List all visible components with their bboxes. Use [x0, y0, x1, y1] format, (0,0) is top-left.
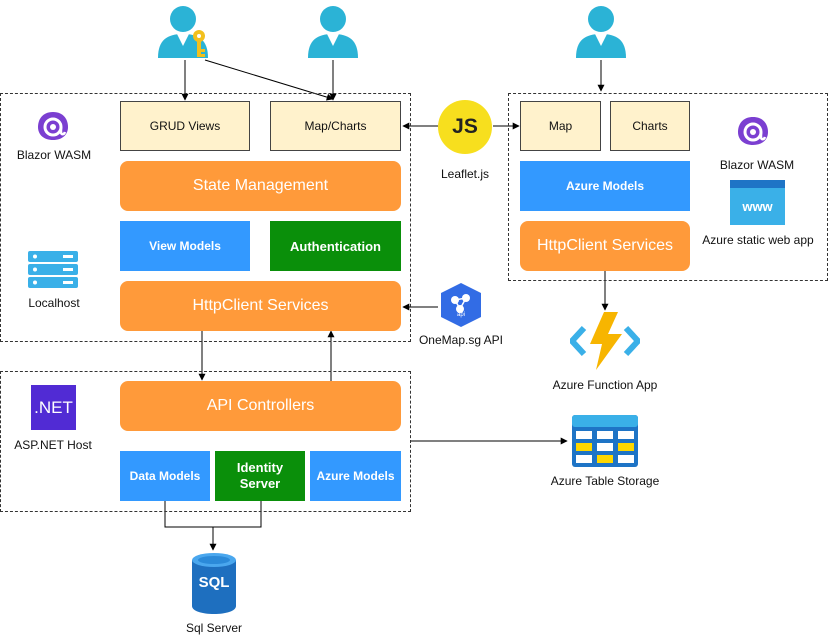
blazor-icon [38, 112, 68, 140]
view-models-box[interactable]: View Models [120, 221, 250, 271]
sql-server-label: Sql Server [185, 621, 243, 635]
httpclient-services-box-right[interactable]: HttpClient Services [520, 221, 690, 271]
charts-box[interactable]: Charts [610, 101, 690, 151]
dotnet-badge: .NET [31, 385, 76, 430]
onemap-api-label: OneMap.sg API [418, 333, 504, 347]
localhost-label: Localhost [28, 296, 80, 310]
map-charts-box[interactable]: Map/Charts [270, 101, 401, 151]
azure-table-storage-icon [572, 415, 638, 467]
blazor-wasm-group-left [0, 93, 411, 342]
aspnet-host-label: ASP.NET Host [14, 438, 92, 452]
static-web-app-icon: www [730, 180, 785, 225]
azure-models-box-left[interactable]: Azure Models [310, 451, 401, 501]
identity-server-line1: Identity [236, 460, 284, 475]
leaflet-js-label: Leaflet.js [440, 167, 490, 181]
identity-server-line2: Server [239, 476, 281, 491]
sql-database-icon [192, 553, 236, 614]
map-box[interactable]: Map [520, 101, 601, 151]
data-models-box[interactable]: Data Models [120, 451, 210, 501]
blazor-icon [738, 117, 768, 145]
static-web-app-icon-bar [730, 180, 785, 188]
leaflet-js-icon: JS [438, 100, 492, 154]
azure-function-icon [570, 312, 640, 370]
blazor-wasm-label-right: Blazor WASM [719, 158, 795, 172]
user-icon [576, 6, 626, 58]
azure-table-storage-label: Azure Table Storage [550, 474, 660, 488]
state-management-box[interactable]: State Management [120, 161, 401, 211]
aspnet-host-group [0, 371, 411, 512]
azure-function-app-label: Azure Function App [552, 378, 658, 392]
httpclient-services-box[interactable]: HttpClient Services [120, 281, 401, 331]
identity-server-box[interactable]: Identity Server [215, 451, 305, 501]
sql-badge-text: SQL [198, 574, 230, 591]
api-controllers-box[interactable]: API Controllers [120, 381, 401, 431]
onemap-api-icon [441, 283, 481, 327]
static-web-app-label: Azure static web app [702, 233, 814, 247]
authentication-box[interactable]: Authentication [270, 221, 401, 271]
user-with-key-icon [158, 6, 208, 58]
server-icon [28, 251, 78, 288]
grud-views-box[interactable]: GRUD Views [120, 101, 250, 151]
blazor-wasm-label: Blazor WASM [16, 148, 92, 162]
onemap-badge-text: api [456, 312, 465, 318]
azure-models-box-right[interactable]: Azure Models [520, 161, 690, 211]
user-icon [308, 6, 358, 58]
static-web-app-www: www [742, 199, 773, 214]
